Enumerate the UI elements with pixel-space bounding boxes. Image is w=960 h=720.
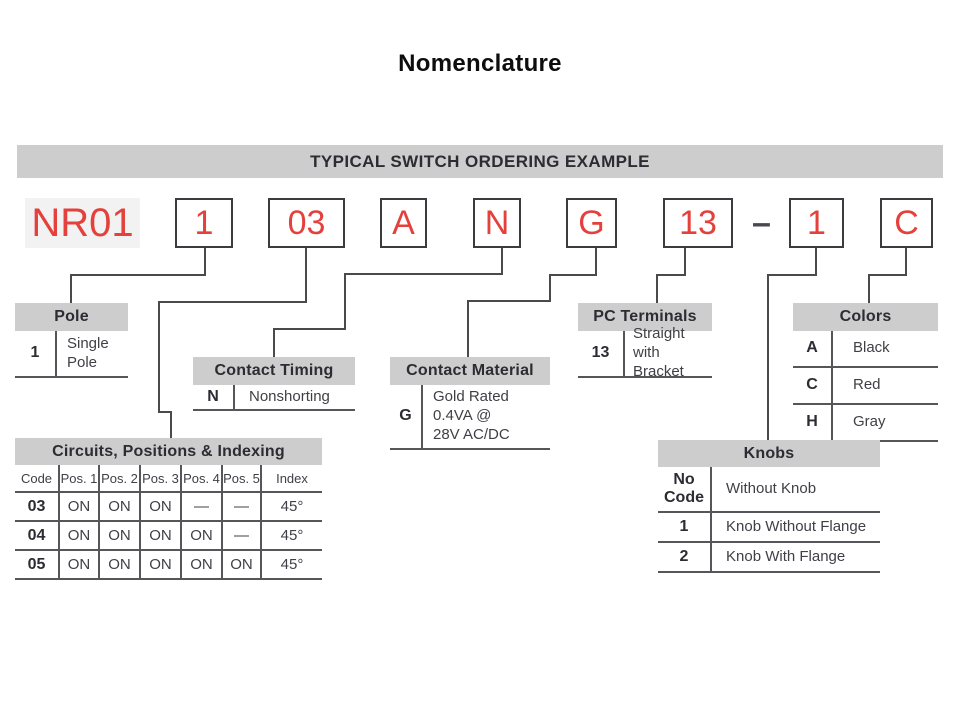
code-description: Straight with Bracket [632, 325, 685, 380]
code-value: H [793, 405, 833, 440]
table-row: 05 ON ON ON ON ON 45° [15, 551, 322, 580]
column-header: Code [15, 465, 60, 491]
code-value: 1 [658, 513, 712, 541]
column-header: Pos. 1 [60, 465, 100, 491]
position-state: ON [141, 522, 182, 549]
circuits-table-title: Circuits, Positions & Indexing [15, 438, 322, 465]
code-value: 03 [15, 493, 60, 520]
wire-1-to-pole [70, 248, 206, 303]
table-row: No Code Without Knob [658, 467, 880, 513]
code-value: N [193, 385, 235, 409]
code-description: Without Knob [726, 479, 817, 497]
code-value: C [793, 368, 833, 403]
code-description: Nonshorting [249, 387, 330, 405]
column-header: Pos. 5 [223, 465, 262, 491]
index-angle: 45° [280, 556, 304, 573]
code-box-circuits: 03 [268, 198, 345, 248]
position-state: ON [141, 551, 182, 578]
code-box-pole: 1 [175, 198, 233, 248]
table-row: C Red [793, 368, 938, 405]
table-row: 1 Single Pole [15, 331, 128, 378]
code-description: Gray [853, 413, 886, 431]
wire-g-to-contact-material [467, 248, 597, 357]
code-value: 05 [15, 551, 60, 578]
position-state: ON [100, 493, 141, 520]
knobs-table: Knobs No Code Without Knob 1 Knob Withou… [658, 440, 880, 573]
contact-timing-table: Contact Timing N Nonshorting [193, 357, 355, 411]
banner-title: TYPICAL SWITCH ORDERING EXAMPLE [310, 151, 650, 171]
position-state: ON [60, 522, 100, 549]
code-value: 2 [658, 543, 712, 571]
position-state: ON [141, 493, 182, 520]
table-row: 2 Knob With Flange [658, 543, 880, 573]
index-angle: 45° [280, 527, 304, 544]
contact-material-table-title: Contact Material [390, 357, 550, 385]
wire-n-to-contact-timing [273, 248, 503, 357]
code-value: 1 [15, 331, 57, 376]
code-box-color: C [880, 198, 933, 248]
position-state: ON [223, 551, 262, 578]
position-state: ON [182, 522, 223, 549]
code-box-actuator: A [380, 198, 427, 248]
table-row: 1 Knob Without Flange [658, 513, 880, 543]
code-value: 04 [15, 522, 60, 549]
position-state: — [223, 493, 262, 520]
contact-material-table: Contact Material G Gold Rated 0.4VA @ 28… [390, 357, 550, 450]
position-state: ON [100, 551, 141, 578]
position-state: ON [182, 551, 223, 578]
code-description: Black [853, 339, 890, 357]
colors-table: Colors A Black C Red H Gray [793, 303, 938, 442]
position-state: ON [60, 493, 100, 520]
column-header: Pos. 4 [182, 465, 223, 491]
code-value: 13 [578, 331, 625, 376]
table-row: A Black [793, 331, 938, 368]
page-title: Nomenclature [398, 50, 562, 77]
position-state: — [223, 522, 262, 549]
column-header: Pos. 2 [100, 465, 141, 491]
position-state: — [182, 493, 223, 520]
pole-table-title: Pole [15, 303, 128, 331]
pc-terminals-table: PC Terminals 13 Straight with Bracket [578, 303, 712, 380]
table-row: 13 Straight with Bracket [578, 325, 712, 380]
code-description: Red [853, 376, 881, 394]
colors-table-title: Colors [793, 303, 938, 331]
table-row: 03 ON ON ON — — 45° [15, 493, 322, 522]
pc-terminals-table-title: PC Terminals [578, 303, 712, 331]
code-description: Single Pole [67, 334, 109, 371]
position-state: ON [60, 551, 100, 578]
pole-table: Pole 1 Single Pole [15, 303, 128, 378]
code-box-knobs: 1 [789, 198, 844, 248]
code-description: Knob With Flange [726, 547, 846, 565]
code-value: No Code [658, 467, 712, 511]
index-angle: 45° [280, 498, 304, 515]
code-prefix-nr01: NR01 [25, 198, 140, 248]
code-box-contact-material: G [566, 198, 617, 248]
contact-timing-table-title: Contact Timing [193, 357, 355, 385]
column-header: Pos. 3 [141, 465, 182, 491]
code-description: Gold Rated 0.4VA @ 28V AC/DC [433, 388, 510, 443]
column-header: Index [276, 470, 308, 486]
table-row: N Nonshorting [193, 385, 355, 411]
circuits-table: Circuits, Positions & Indexing Code Pos.… [15, 438, 322, 580]
code-value: G [390, 385, 423, 448]
code-box-pc-terminals: 13 [663, 198, 733, 248]
code-description: Knob Without Flange [726, 517, 867, 535]
code-separator-dash: – [752, 203, 771, 242]
ordering-example-banner: TYPICAL SWITCH ORDERING EXAMPLE [17, 145, 943, 178]
position-state: ON [100, 522, 141, 549]
wire-13-to-pc-terminals [656, 248, 686, 303]
table-row: 04 ON ON ON ON — 45° [15, 522, 322, 551]
knobs-table-title: Knobs [658, 440, 880, 467]
wire-c-to-colors [868, 248, 907, 303]
circuits-column-header-row: Code Pos. 1 Pos. 2 Pos. 3 Pos. 4 Pos. 5 … [15, 465, 322, 493]
table-row: G Gold Rated 0.4VA @ 28V AC/DC [390, 385, 550, 450]
table-row: H Gray [793, 405, 938, 442]
code-box-contact-timing: N [473, 198, 521, 248]
code-value: A [793, 331, 833, 366]
